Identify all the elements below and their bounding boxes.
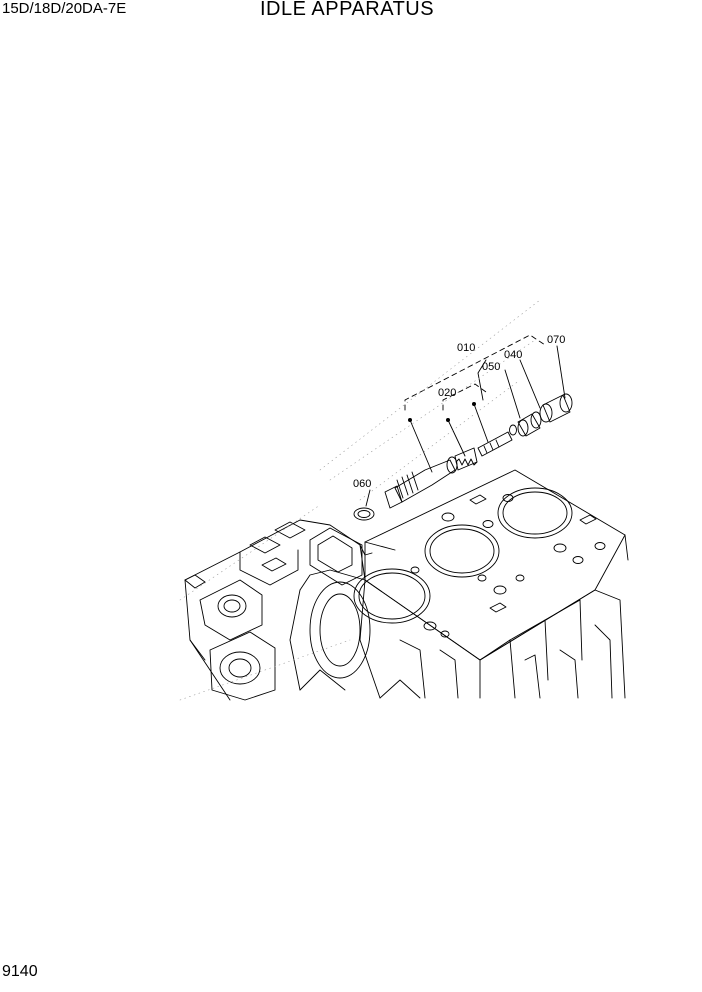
callout-040: 040 xyxy=(504,349,522,361)
callout-020: 020 xyxy=(438,387,456,399)
callout-070: 070 xyxy=(547,334,565,346)
model-label: 15D/18D/20DA-7E xyxy=(2,0,127,17)
callout-010: 010 xyxy=(457,342,475,354)
callout-050: 050 xyxy=(482,361,500,373)
leader-lines xyxy=(365,345,566,507)
projection-lines xyxy=(179,299,541,701)
engine-block xyxy=(184,469,629,701)
page-number: 9140 xyxy=(2,963,38,980)
page-title: IDLE APPARATUS xyxy=(260,0,435,20)
idle-apparatus-assembly xyxy=(353,393,573,521)
callout-060: 060 xyxy=(353,478,371,490)
